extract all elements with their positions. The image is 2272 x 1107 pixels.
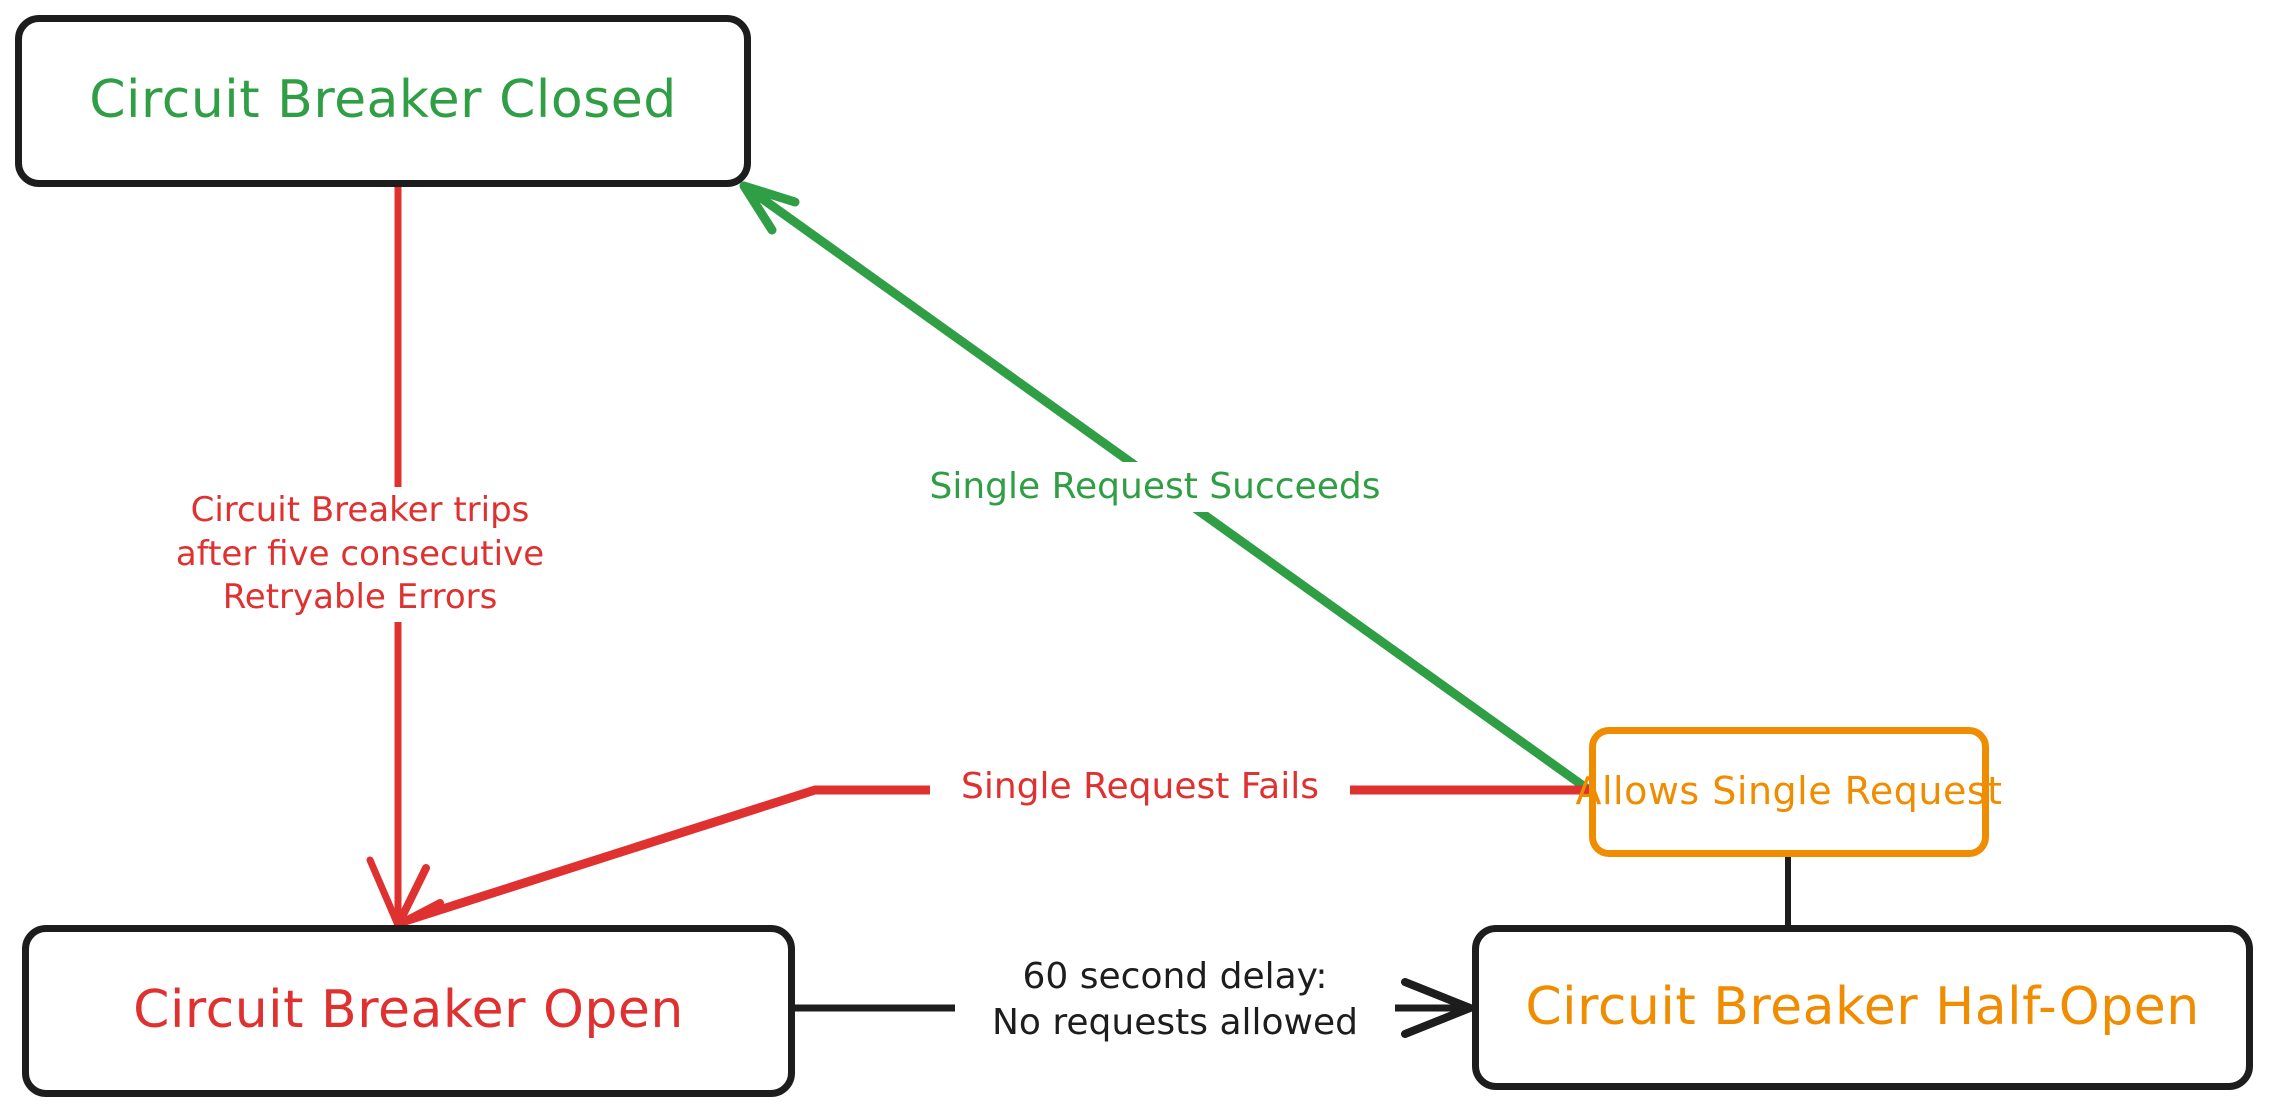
node-allows-single-request[interactable]: Allows Single Request: [1575, 727, 2002, 857]
node-circuit-breaker-half-open-label: Circuit Breaker Half-Open: [1525, 976, 2200, 1037]
edge-label-single-request-succeeds: Single Request Succeeds: [905, 462, 1405, 513]
edge-open-to-half-open-arrowhead: [1401, 978, 1474, 1038]
edge-label-60-second-delay: 60 second delay: No requests allowed: [955, 952, 1395, 1049]
node-allows-single-request-label: Allows Single Request: [1575, 769, 2003, 814]
edge-allows-to-closed-arrowhead: [739, 181, 800, 235]
edge-allows-to-open-arrowhead: [394, 864, 444, 929]
node-circuit-breaker-closed[interactable]: Circuit Breaker Closed: [15, 15, 751, 187]
node-circuit-breaker-closed-label: Circuit Breaker Closed: [89, 70, 677, 131]
node-circuit-breaker-open[interactable]: Circuit Breaker Open: [22, 925, 795, 1097]
edge-label-circuit-breaker-trips: Circuit Breaker trips after five consecu…: [160, 487, 560, 622]
node-circuit-breaker-open-label: Circuit Breaker Open: [133, 980, 684, 1041]
edge-label-single-request-fails: Single Request Fails: [930, 762, 1350, 813]
node-circuit-breaker-half-open[interactable]: Circuit Breaker Half-Open: [1472, 925, 2253, 1090]
